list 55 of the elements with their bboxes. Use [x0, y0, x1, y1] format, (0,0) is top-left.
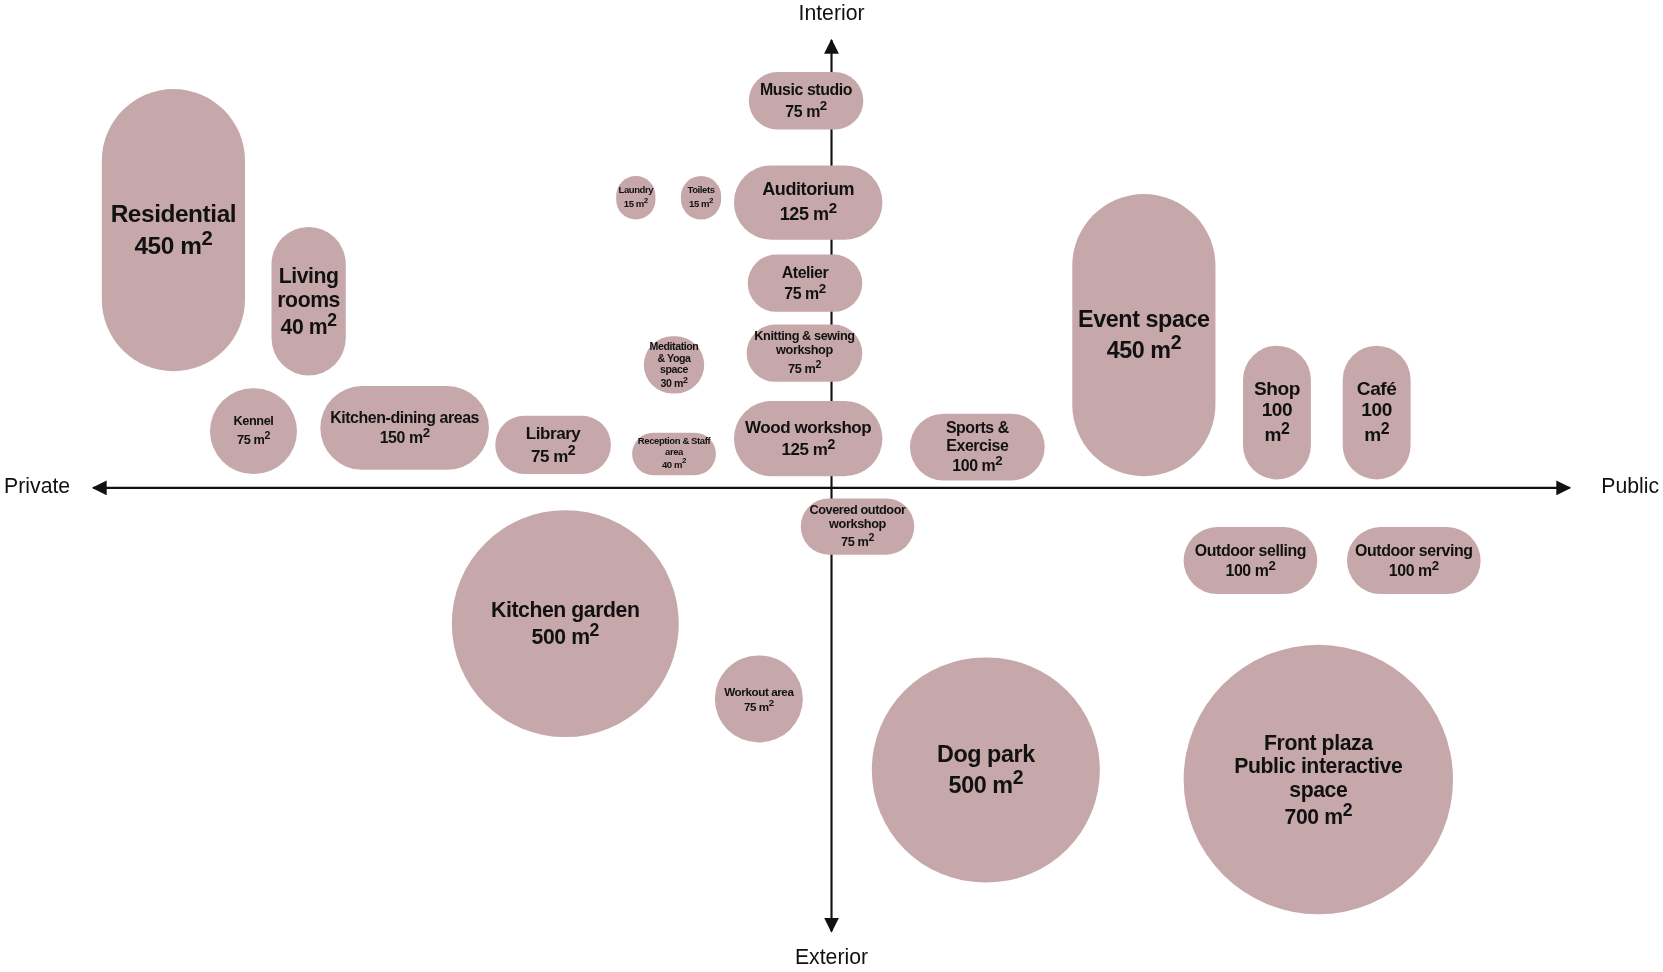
area-size: 450 m$^{2}$ — [1106, 332, 1182, 364]
area-name: Living rooms — [276, 264, 341, 311]
area-name: Atelier — [781, 264, 829, 282]
area-name: Public interactive space — [1233, 754, 1404, 801]
area-size: 100 m$^{2}$ — [1388, 558, 1439, 580]
area-size: 30 m$^{2}$ — [660, 375, 688, 390]
area-name: Library — [525, 424, 581, 444]
area-size: 40 m$^{2}$ — [280, 310, 337, 339]
axis-label: Exterior — [794, 944, 869, 969]
area-size: 150 m$^{2}$ — [379, 426, 430, 448]
area-name: Front plaza — [1264, 730, 1373, 755]
area-size: 40 m$^{2}$ — [661, 457, 687, 472]
area-size: 75 m$^{2}$ — [788, 358, 821, 377]
area-name: Event space — [1078, 306, 1210, 333]
area-size: 75 m$^{2}$ — [530, 443, 576, 466]
area-size: 15 m$^{2}$ — [623, 196, 648, 210]
axis-label: Interior — [798, 0, 865, 25]
area-name: Meditation & Yoga space — [649, 340, 699, 376]
area-size: 100 m$^{2}$ — [952, 454, 1003, 475]
area-size: 125 m$^{2}$ — [779, 200, 837, 225]
axis-label: Private — [4, 473, 71, 498]
area-name: Workout area — [724, 684, 794, 698]
area-name: Residential — [110, 200, 237, 228]
area-name: Outdoor serving — [1355, 541, 1473, 559]
area-name: Shop — [1253, 378, 1300, 400]
area-name: Café — [1356, 378, 1397, 400]
area-size: 100 m$^{2}$ — [1360, 399, 1393, 447]
area-size: 450 m$^{2}$ — [134, 227, 213, 260]
area-size: 500 m$^{2}$ — [531, 621, 599, 649]
area-name: Kennel — [233, 415, 274, 429]
area-size: 100 m$^{2}$ — [1261, 399, 1293, 447]
area-name: Kitchen-dining areas — [330, 408, 480, 427]
area-size: 125 m$^{2}$ — [781, 436, 835, 459]
area-size: 75 m$^{2}$ — [841, 531, 874, 550]
area-name: Auditorium — [762, 180, 855, 201]
area-name: Reception & Staff area — [636, 436, 712, 458]
area-name: Covered outdoor workshop — [808, 503, 907, 532]
area-name: Sports & Exercise — [944, 419, 1010, 455]
area-size: 75 m$^{2}$ — [237, 429, 270, 448]
area-size: 100 m$^{2}$ — [1225, 558, 1276, 580]
area-name: Laundry — [618, 185, 654, 197]
area-size: 75 m$^{2}$ — [785, 99, 827, 120]
area-size: 75 m$^{2}$ — [784, 281, 826, 303]
area-pill — [632, 432, 716, 476]
axis-label: Public — [1601, 473, 1660, 498]
area-name: Wood workshop — [745, 418, 872, 437]
area-name: Knitting & sewing workshop — [753, 330, 856, 359]
area-name: Outdoor selling — [1194, 541, 1307, 559]
area-name: Dog park — [936, 741, 1035, 768]
area-name: Toilets — [687, 185, 715, 197]
area-size: 75 m$^{2}$ — [743, 697, 774, 714]
area-size: 15 m$^{2}$ — [689, 196, 714, 210]
area-size: 500 m$^{2}$ — [948, 767, 1024, 799]
area-name: Kitchen garden — [491, 598, 640, 622]
area-name: Music studio — [760, 81, 853, 100]
